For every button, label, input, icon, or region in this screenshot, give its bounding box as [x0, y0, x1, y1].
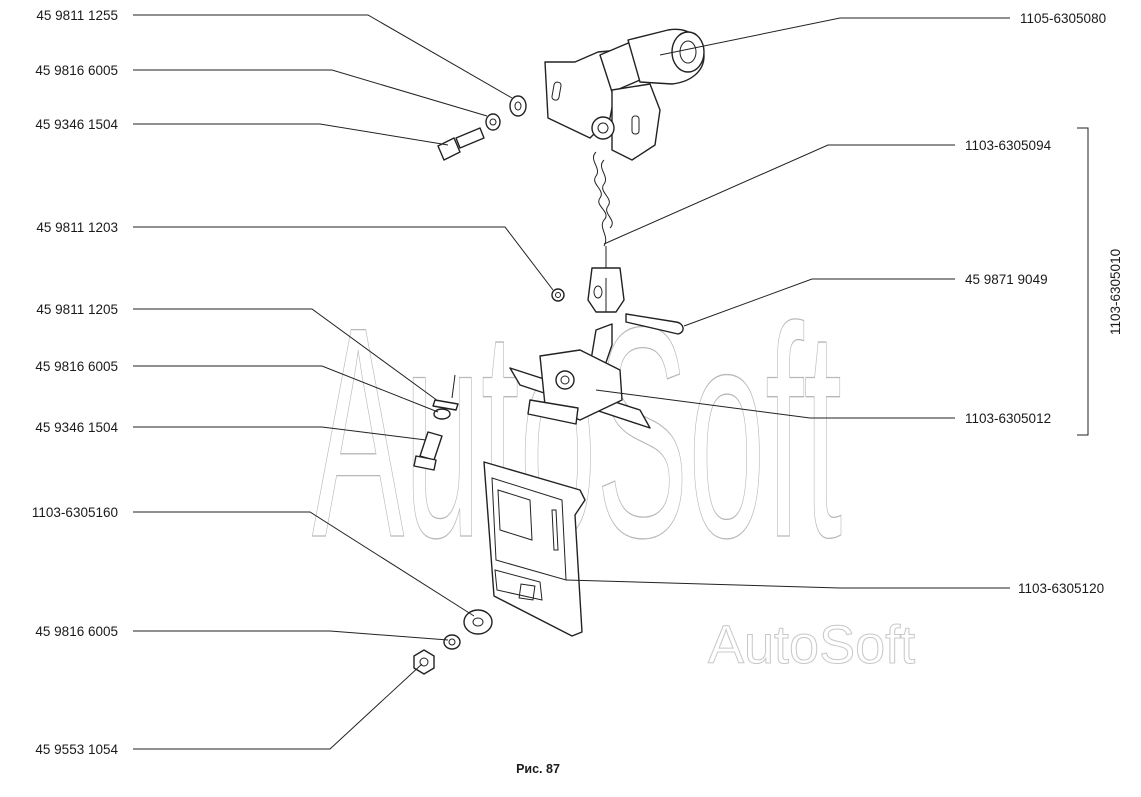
top-fasteners-part	[437, 95, 527, 161]
lever-mechanism-part	[509, 323, 651, 429]
part-label: 45 9871 9049	[965, 272, 1048, 287]
part-label: 45 9811 1203	[36, 220, 118, 235]
part-label: 1103-6305120	[1018, 581, 1104, 596]
nut-part	[413, 649, 435, 675]
part-label: 45 9346 1504	[35, 117, 118, 132]
part-label: 1103-6305160	[32, 505, 118, 520]
door-lock-assembly	[413, 28, 705, 675]
large-washer-part	[463, 609, 493, 635]
group-label: 1103-6305010	[1108, 249, 1123, 335]
part-label: 45 9816 6005	[35, 359, 118, 374]
middle-fasteners-part	[413, 399, 459, 471]
pin-part	[625, 313, 684, 335]
figure-caption: Рис. 87	[516, 762, 560, 776]
part-label: 45 9811 1255	[36, 8, 118, 23]
part-label: 1103-6305094	[965, 138, 1052, 153]
leader-lines	[133, 14, 1089, 750]
watermark-small: AutoSoft	[708, 615, 916, 676]
labels-left: 45 9811 1255 45 9816 6005 45 9346 1504 4…	[32, 8, 119, 757]
part-label: 45 9816 6005	[35, 624, 118, 639]
part-label: 1105-6305080	[1020, 11, 1106, 26]
part-label: 45 9816 6005	[35, 63, 118, 78]
clevis-part	[587, 267, 625, 313]
svg-text:AutoSoft: AutoSoft	[708, 615, 915, 675]
bottom-spring-washer-part	[443, 634, 461, 650]
part-label: 45 9346 1504	[35, 420, 118, 435]
part-label: 45 9811 1205	[36, 302, 118, 317]
handle-panel-part	[483, 461, 586, 637]
labels-right: 1105-6305080 1103-6305094 45 9871 9049 1…	[965, 11, 1123, 596]
part-label: 1103-6305012	[965, 411, 1051, 426]
rod-part	[592, 151, 613, 268]
part-label: 45 9553 1054	[35, 742, 118, 757]
lock-cylinder-part	[544, 28, 705, 161]
clip-washer-part	[551, 288, 565, 302]
